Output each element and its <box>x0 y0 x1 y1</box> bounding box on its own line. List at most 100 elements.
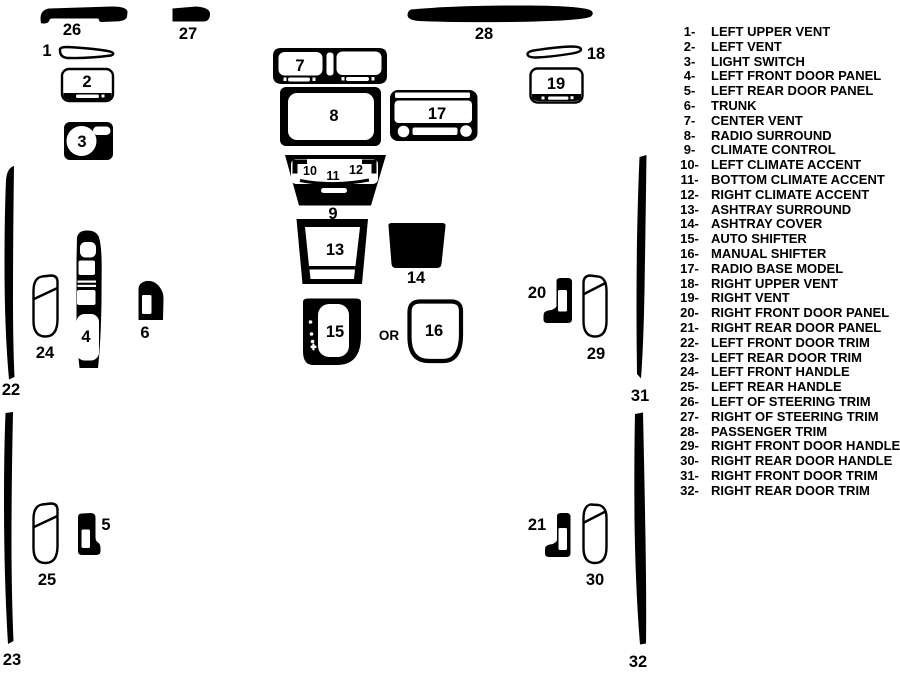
part-7-divider-cutout <box>326 52 334 76</box>
part-7-slot-dot-4 <box>371 77 375 81</box>
legend-item-23: 23-LEFT REAR DOOR TRIM <box>676 350 900 366</box>
legend-item-8: 8-RADIO SURROUND <box>676 127 900 144</box>
legend-item-3: 3- LIGHT SWITCH <box>676 53 900 70</box>
part-21-right-rear-door-panel: 21 <box>528 513 571 557</box>
part-30-label: 30 <box>586 571 604 589</box>
part-13-ashtray-surround: 13 <box>296 219 368 284</box>
part-4-cutout-2 <box>78 260 95 275</box>
part-31-right-front-door-trim: 31 <box>631 155 649 405</box>
part-23-left-rear-door-trim: 23 <box>3 412 21 669</box>
legend-item-5-name: LEFT REAR DOOR PANEL <box>711 83 874 99</box>
legend-item-2-number: 2- <box>683 38 696 54</box>
part-3-label: 3 <box>77 133 86 151</box>
part-20-cutout <box>558 290 567 312</box>
legend-item-14: 14- ASHTRAY COVER <box>676 217 900 232</box>
legend-item-21: 21-RIGHT REAR DOOR PANEL <box>676 319 900 336</box>
part-19-dot-left <box>541 96 545 100</box>
part-3-light-switch: 3 <box>64 122 113 160</box>
legend-item-19-number: 19- <box>680 290 699 306</box>
part-10-label: 10 <box>303 164 317 178</box>
part-24-shape <box>32 274 59 338</box>
legend-item-1-name: LEFT UPPER VENT <box>711 24 831 39</box>
legend-item-24: 24-LEFT FRONT HANDLE <box>676 365 900 380</box>
legend-item-32-name: RIGHT REAR DOOR TRIM <box>711 482 870 498</box>
legend-item-16-number: 16- <box>680 245 699 261</box>
part-18-label: 18 <box>587 45 605 63</box>
part-31-label: 31 <box>631 387 649 405</box>
legend-item-8-name: RADIO SURROUND <box>711 127 832 143</box>
legend-item-28-number: 28- <box>680 423 699 439</box>
part-4-line-1 <box>77 280 96 283</box>
legend-item-24-name: LEFT FRONT HANDLE <box>711 364 850 380</box>
part-1-label: 1 <box>42 42 51 60</box>
part-22-left-front-door-trim: 22 <box>2 166 20 399</box>
legend-item-31: 31-RIGHT FRONT DOOR TRIM <box>676 468 900 484</box>
legend-item-27: 27-RIGHT OF STEERING TRIM <box>676 408 900 425</box>
legend-item-6-number: 6- <box>683 97 696 113</box>
part-6-trunk: 6 <box>138 280 164 342</box>
part-2-left-vent: 2 <box>60 67 115 103</box>
part-11-label: 11 <box>326 169 339 183</box>
legend-item-9-number: 9- <box>683 142 696 158</box>
legend-item-14-name: ASHTRAY COVER <box>711 216 823 232</box>
part-24-cap-line <box>33 286 59 301</box>
legend-item-6: 6- TRUNK <box>676 97 900 114</box>
legend-item-12-number: 12- <box>680 186 699 202</box>
legend-item-18: 18-RIGHT UPPER VENT <box>676 276 900 292</box>
part-30-right-rear-door-handle: 30 <box>582 503 608 589</box>
legend-item-27-number: 27- <box>680 408 699 424</box>
part-4-cutout-1 <box>80 242 96 258</box>
part-8-opening <box>288 93 374 140</box>
part-27-right-of-steering-trim: 27 <box>172 6 211 43</box>
legend-item-10-number: 10- <box>680 157 699 173</box>
legend-item-4-name: LEFT FRONT DOOR PANEL <box>711 68 882 84</box>
legend: 1-LEFT UPPER VENT 2-LEFT VENT 3-LIGHT SW… <box>676 24 900 499</box>
part-21-label: 21 <box>528 516 546 534</box>
part-15-label: 15 <box>326 323 344 341</box>
part-4-left-front-door-panel: 4 <box>76 230 102 368</box>
legend-item-28-name: PASSENGER TRIM <box>711 423 828 439</box>
part-5-label: 5 <box>101 516 110 534</box>
legend-item-20-name: RIGHT FRONT DOOR PANEL <box>711 305 890 321</box>
part-9-label: 9 <box>328 205 337 223</box>
part-17-knob-left <box>397 125 410 138</box>
legend-item-21-name: RIGHT REAR DOOR PANEL <box>711 319 882 335</box>
part-17-radio-base-model: 17 <box>390 90 478 141</box>
part-22-shape <box>4 166 15 380</box>
legend-item-29: 29-RIGHT FRONT DOOR HANDLE <box>676 439 900 454</box>
legend-item-3-number: 3- <box>683 53 696 69</box>
part-14-shape <box>388 223 446 268</box>
legend-item-11-number: 11- <box>680 171 699 187</box>
legend-item-3-name: LIGHT SWITCH <box>711 53 805 69</box>
legend-item-15-number: 15- <box>680 231 699 247</box>
part-9-climate-control: 10 11 12 9 <box>285 155 386 223</box>
part-7-slot-left <box>288 77 310 82</box>
part-13-lower-slot <box>309 269 355 279</box>
part-7-slot-dot-1 <box>283 77 287 81</box>
legend-item-6-name: TRUNK <box>711 97 757 113</box>
part-2-label: 2 <box>82 73 91 91</box>
part-15-gate-cutout <box>318 304 349 357</box>
part-23-shape <box>4 412 14 644</box>
part-15-indicator-dot-1 <box>308 320 313 324</box>
legend-item-14-number: 14- <box>680 216 699 232</box>
legend-item-28: 28- PASSENGER TRIM <box>676 423 900 440</box>
legend-item-17: 17-RADIO BASE MODEL <box>676 261 900 277</box>
part-3-pill <box>93 126 111 135</box>
part-26-left-of-steering-trim: 26 <box>40 6 128 39</box>
legend-item-11: 11-BOTTOM CLIMATE ACCENT <box>676 171 900 188</box>
legend-item-16: 16-MANUAL SHIFTER <box>676 245 900 262</box>
legend-item-25-number: 25- <box>680 379 699 395</box>
legend-item-7-name: CENTER VENT <box>711 112 803 128</box>
legend-item-26-name: LEFT OF STEERING TRIM <box>711 393 871 409</box>
part-19-label: 19 <box>547 75 565 93</box>
part-20-right-front-door-panel: 20 <box>528 278 572 323</box>
legend-item-13-number: 13- <box>680 201 699 217</box>
part-14-ashtray-cover: 14 <box>388 223 446 287</box>
part-30-cap-line <box>583 509 608 524</box>
part-27-shape <box>172 6 211 22</box>
part-29-cap-line <box>583 281 608 296</box>
part-17-display <box>394 100 472 123</box>
